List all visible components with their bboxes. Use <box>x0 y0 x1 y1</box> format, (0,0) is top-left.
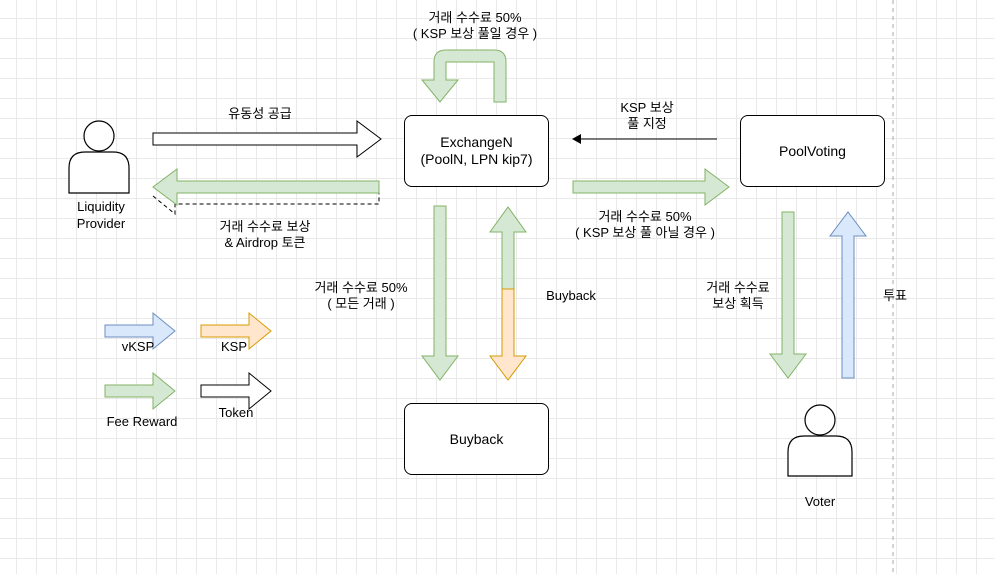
legend-fee-reward-label: Fee Reward <box>106 414 178 429</box>
fee-to-voter-arrow <box>769 211 807 379</box>
self-loop-label-line1: 거래 수수료 50% <box>428 10 522 25</box>
buyback-down-arrow <box>489 288 527 381</box>
vote-arrow <box>829 211 867 379</box>
reward-to-lp-label-line1: 거래 수수료 보상 <box>219 219 311 234</box>
reward-to-lp-arrow <box>152 168 380 206</box>
fee-to-poolvoting-label-line2: ( KSP 보상 풀 아닐 경우 ) <box>575 225 715 240</box>
supply-label: 유동성 공급 <box>228 106 292 121</box>
voter-icon <box>787 404 853 477</box>
voter-label: Voter <box>804 494 836 509</box>
legend-vksp-label: vKSP <box>121 339 155 354</box>
reward-to-lp-label-line2: & Airdrop 토큰 <box>224 235 306 250</box>
exchange-node-title: ExchangeN <box>440 134 513 150</box>
liquidity-provider-icon <box>68 120 130 194</box>
buyback-node[interactable]: Buyback <box>404 403 549 475</box>
legend-fee-reward-arrow <box>104 371 176 411</box>
buyback-up-arrow <box>489 206 527 290</box>
reward-arrow-shadow <box>152 193 380 216</box>
liquidity-provider-label: Liquidity Provider <box>54 198 148 232</box>
poolvoting-node[interactable]: PoolVoting <box>740 115 885 187</box>
self-loop-label-line2: ( KSP 보상 풀일 경우 ) <box>412 26 538 41</box>
vote-label: 투표 <box>883 288 907 303</box>
ksp-reward-pool-label-line1: KSP 보상 <box>620 100 674 115</box>
exchange-node-subtitle: (PoolN, LPN kip7) <box>420 151 533 167</box>
legend-ksp-arrow <box>200 311 272 351</box>
exchange-node[interactable]: ExchangeN (PoolN, LPN kip7) <box>404 115 549 187</box>
fee-to-voter-label: 거래 수수료 보상 획득 <box>690 280 786 312</box>
self-loop-arrow <box>420 49 507 103</box>
fee-to-buyback-arrow <box>421 205 459 381</box>
poolvoting-node-label: PoolVoting <box>779 142 846 159</box>
ksp-reward-pool-label: KSP 보상 풀 지정 <box>597 100 697 132</box>
legend-token-label: Token <box>218 405 254 420</box>
supply-arrow <box>152 120 382 158</box>
legend-token-arrow <box>200 371 272 411</box>
fee-to-poolvoting-label: 거래 수수료 50% ( KSP 보상 풀 아닐 경우 ) <box>560 209 730 241</box>
fee-to-poolvoting-arrow <box>572 168 730 206</box>
buyback-node-label: Buyback <box>449 430 504 447</box>
ksp-reward-pool-arrowhead <box>572 134 581 144</box>
liquidity-provider-label-line2: Provider <box>76 216 126 231</box>
liquidity-provider-label-line1: Liquidity <box>77 199 125 214</box>
fee-to-voter-label-line1: 거래 수수료 <box>706 280 770 295</box>
fee-to-buyback-label-line1: 거래 수수료 50% <box>314 280 408 295</box>
fee-to-poolvoting-label-line1: 거래 수수료 50% <box>598 209 692 224</box>
reward-to-lp-label: 거래 수수료 보상 & Airdrop 토큰 <box>195 219 335 251</box>
fee-to-voter-label-line2: 보상 획득 <box>712 296 764 311</box>
legend-ksp-label: KSP <box>220 339 247 354</box>
ksp-reward-pool-label-line2: 풀 지정 <box>627 116 667 131</box>
fee-to-buyback-label-line2: ( 모든 거래 ) <box>327 296 395 311</box>
self-loop-label: 거래 수수료 50% ( KSP 보상 풀일 경우 ) <box>395 10 555 42</box>
buyback-edge-label: Buyback <box>546 288 596 303</box>
legend-vksp-arrow <box>104 311 176 351</box>
fee-to-buyback-label: 거래 수수료 50% ( 모든 거래 ) <box>296 280 426 312</box>
